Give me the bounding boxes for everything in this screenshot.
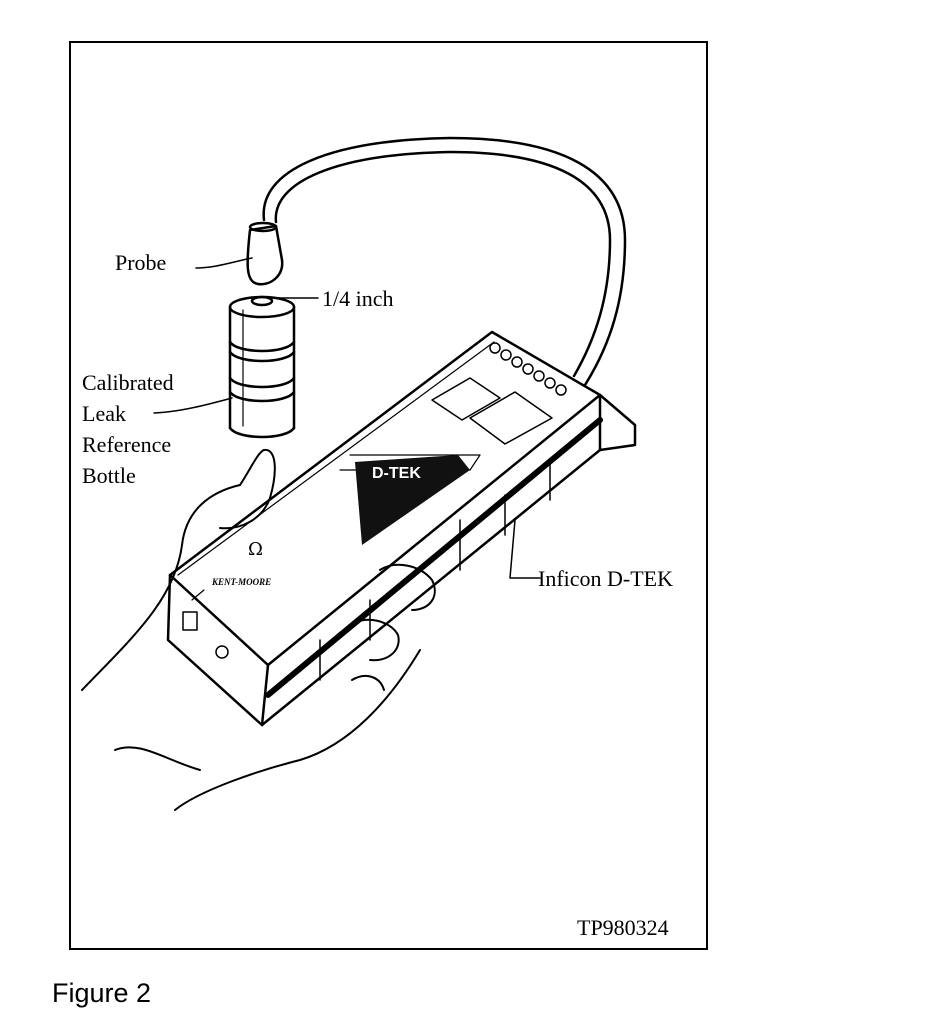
hand-outline [81, 448, 436, 811]
part-number: TP980324 [577, 915, 669, 940]
reference-bottle [228, 295, 296, 439]
figure-caption: Figure 2 [52, 978, 152, 1008]
maker-text: KENT-MOORE [211, 577, 271, 587]
probe-label: Probe [115, 250, 167, 275]
brand-text: D-TEK [372, 465, 421, 482]
omega-symbol: Ω [248, 539, 263, 560]
display-panel [355, 455, 470, 545]
gap-label: 1/4 inch [322, 286, 394, 311]
device-leader [509, 519, 541, 579]
device-label: Inficon D-TEK [538, 566, 674, 591]
d-tek-device [166, 330, 637, 727]
bottle-leader [153, 397, 233, 414]
probe-tip [246, 224, 284, 286]
probe-leader [195, 257, 253, 269]
bottle-label-line2: Leak [82, 401, 126, 426]
probe-hose [262, 136, 627, 387]
bottle-label-line1: Calibrated [82, 370, 174, 395]
bottle-label-line4: Bottle [82, 463, 136, 488]
bottle-label-line3: Reference [82, 432, 172, 457]
